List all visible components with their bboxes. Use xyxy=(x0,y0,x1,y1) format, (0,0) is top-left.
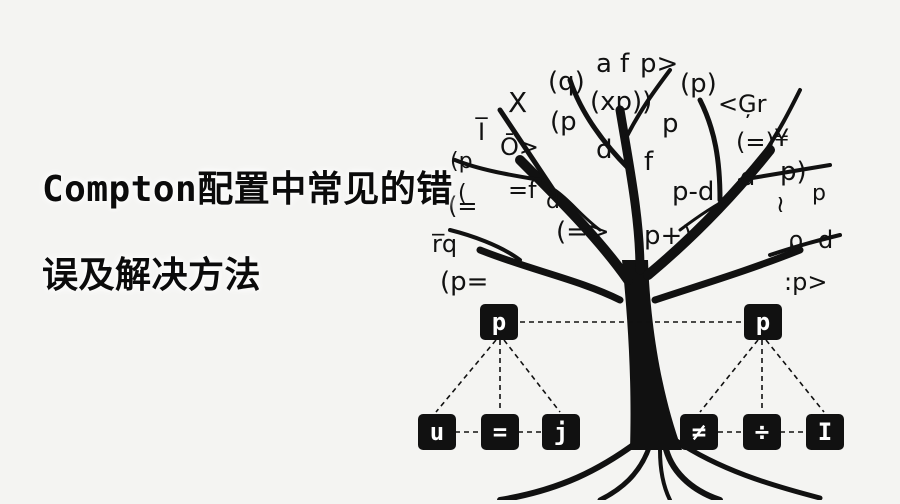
tree-symbol: p) xyxy=(780,157,807,187)
node-label: p xyxy=(756,308,770,336)
node-leaf-right-3: I xyxy=(806,414,844,450)
tree-trunk xyxy=(622,260,682,450)
tree-symbol: I̅ xyxy=(475,117,489,146)
tree-branches xyxy=(448,68,842,304)
node-label: j xyxy=(554,418,568,446)
tree-symbol: d xyxy=(596,135,613,165)
node-root-left: p xyxy=(480,304,518,340)
tree-symbol: ρ xyxy=(788,226,803,254)
node-leaf-left-3: j xyxy=(542,414,580,450)
tree-symbol: :p> xyxy=(784,268,827,296)
tree-symbol: d xyxy=(818,226,833,254)
tree-symbol: (p xyxy=(450,149,473,174)
tree-symbol: Ģr xyxy=(738,90,767,118)
tree-symbol: a xyxy=(596,49,612,79)
tree-symbol: (p xyxy=(550,107,577,137)
node-label: u xyxy=(430,418,444,446)
tree-symbol: Ō> xyxy=(500,132,539,161)
tree-symbol: (=) xyxy=(736,128,775,156)
tree-symbol: (xp)) xyxy=(590,87,652,117)
tree-symbol: ¥ xyxy=(774,124,789,152)
node-leaf-left-2: = xyxy=(481,414,519,450)
node-leaf-left-1: u xyxy=(418,414,456,450)
tree-symbol: (= xyxy=(448,192,477,220)
node-leaf-right-1: ≠ xyxy=(680,414,718,450)
tree-symbol: =f xyxy=(508,176,537,204)
tree-symbol: r̅q xyxy=(431,230,457,258)
node-label: I xyxy=(818,418,832,446)
node-connectors xyxy=(435,321,825,433)
tree-symbol: (p) xyxy=(680,69,717,99)
tree-symbol: f xyxy=(644,147,654,177)
tree-symbol: p-d xyxy=(672,177,714,207)
node-label: ÷ xyxy=(755,418,769,446)
tree-symbol: (p= xyxy=(440,267,488,297)
tree-symbol: ( xyxy=(458,181,467,206)
tree-symbol: < xyxy=(718,90,738,118)
tree-symbol: (q) xyxy=(548,67,585,97)
floating-symbols: (q) a f p> (p) X (xp)) (p p < Ģr I̅ Ō> d… xyxy=(431,49,833,297)
tree-symbol: d xyxy=(546,189,560,214)
node-label: = xyxy=(493,418,507,446)
tree-symbol: p xyxy=(812,181,826,206)
node-label: p xyxy=(492,308,506,336)
page-title-line-2: 误及解决方法 xyxy=(42,255,262,296)
node-root-right: p xyxy=(744,304,782,340)
tree-symbol: p xyxy=(662,109,679,139)
tree-symbol: d xyxy=(740,163,755,191)
tree-symbol: p+) xyxy=(644,221,692,251)
tree-symbol: f xyxy=(620,49,630,79)
page-title-line-1: Compton配置中常见的错 xyxy=(42,169,453,210)
node-leaf-right-2: ÷ xyxy=(743,414,781,450)
tree-symbol: X xyxy=(508,86,527,119)
tree-symbol: ≀ xyxy=(776,190,785,218)
tree-symbol: p> xyxy=(640,49,678,79)
tree-symbol: (=> xyxy=(556,217,610,247)
node-label: ≠ xyxy=(692,418,706,446)
